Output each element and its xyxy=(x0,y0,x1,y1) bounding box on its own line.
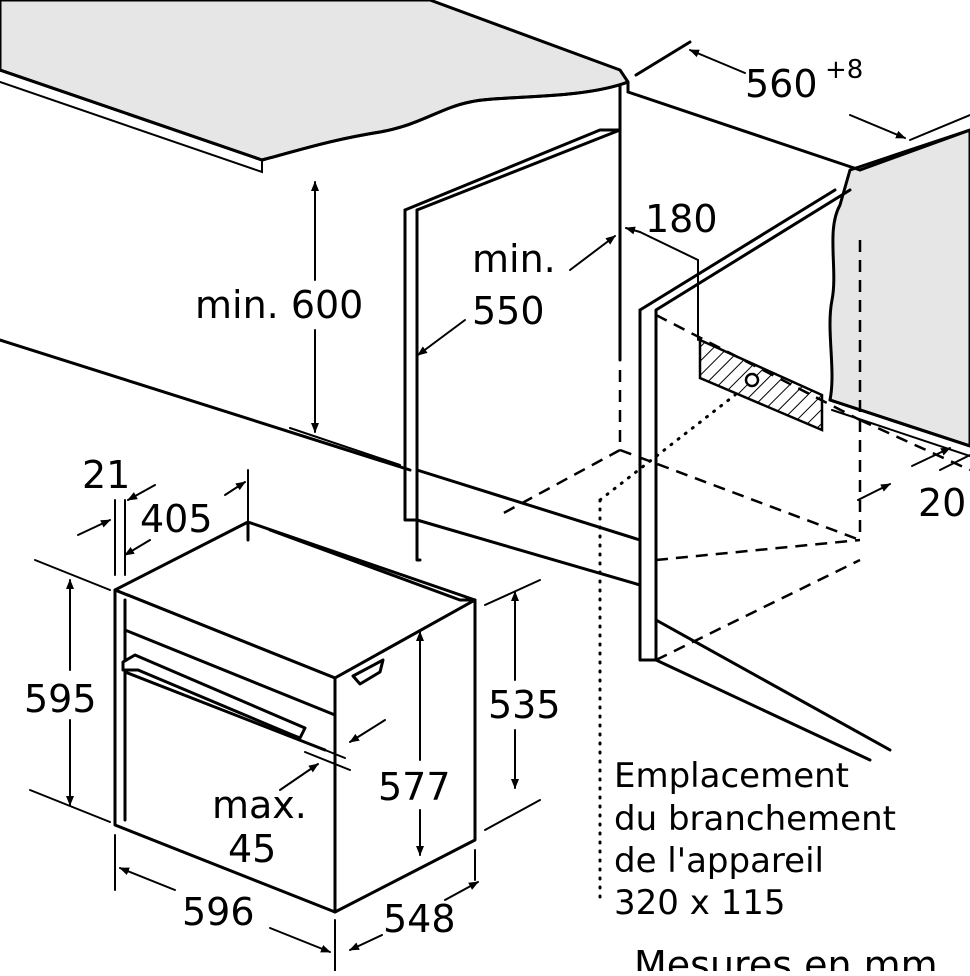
label-connection-offset: 180 xyxy=(645,197,718,241)
note-line-1: Emplacement xyxy=(614,756,849,796)
label-cabinet-min-height: min. 600 xyxy=(195,283,363,327)
label-cabinet-width-tolerance: +8 xyxy=(825,55,863,85)
note-line-3: de l'appareil xyxy=(614,841,824,881)
worktop-left xyxy=(0,0,630,174)
label-front-thickness: 21 xyxy=(82,453,130,497)
units-note: Mesures en mm xyxy=(634,943,938,971)
dimension-lines xyxy=(29,49,970,972)
label-cabinet-width: 560 xyxy=(745,62,818,106)
cabinet-niche xyxy=(0,40,970,902)
label-oven-height: 595 xyxy=(24,677,97,721)
label-oven-depth: 548 xyxy=(383,897,456,941)
label-oven-inner-height: 577 xyxy=(378,765,451,809)
label-handle-projection-line1: max. xyxy=(212,783,307,827)
note-line-4: 320 x 115 xyxy=(614,883,786,923)
label-cabinet-depth-line2: 550 xyxy=(472,289,545,333)
label-handle-depth: 405 xyxy=(140,497,213,541)
socket-icon xyxy=(744,372,760,388)
label-handle-projection-line2: 45 xyxy=(228,827,276,871)
worktop-right xyxy=(828,128,970,457)
note-line-2: du branchement xyxy=(614,799,896,839)
connection-area xyxy=(698,338,824,432)
label-rear-gap: 20 xyxy=(918,481,966,525)
label-oven-body-height: 535 xyxy=(488,683,561,727)
connection-note: Emplacement du branchement de l'appareil… xyxy=(614,756,896,923)
label-cabinet-depth-line1: min. xyxy=(472,237,556,281)
dimension-labels: 560 +8 min. 600 min. 550 180 20 21 405 5… xyxy=(24,55,966,941)
label-oven-width: 596 xyxy=(182,890,255,934)
oven-appliance xyxy=(113,520,477,914)
